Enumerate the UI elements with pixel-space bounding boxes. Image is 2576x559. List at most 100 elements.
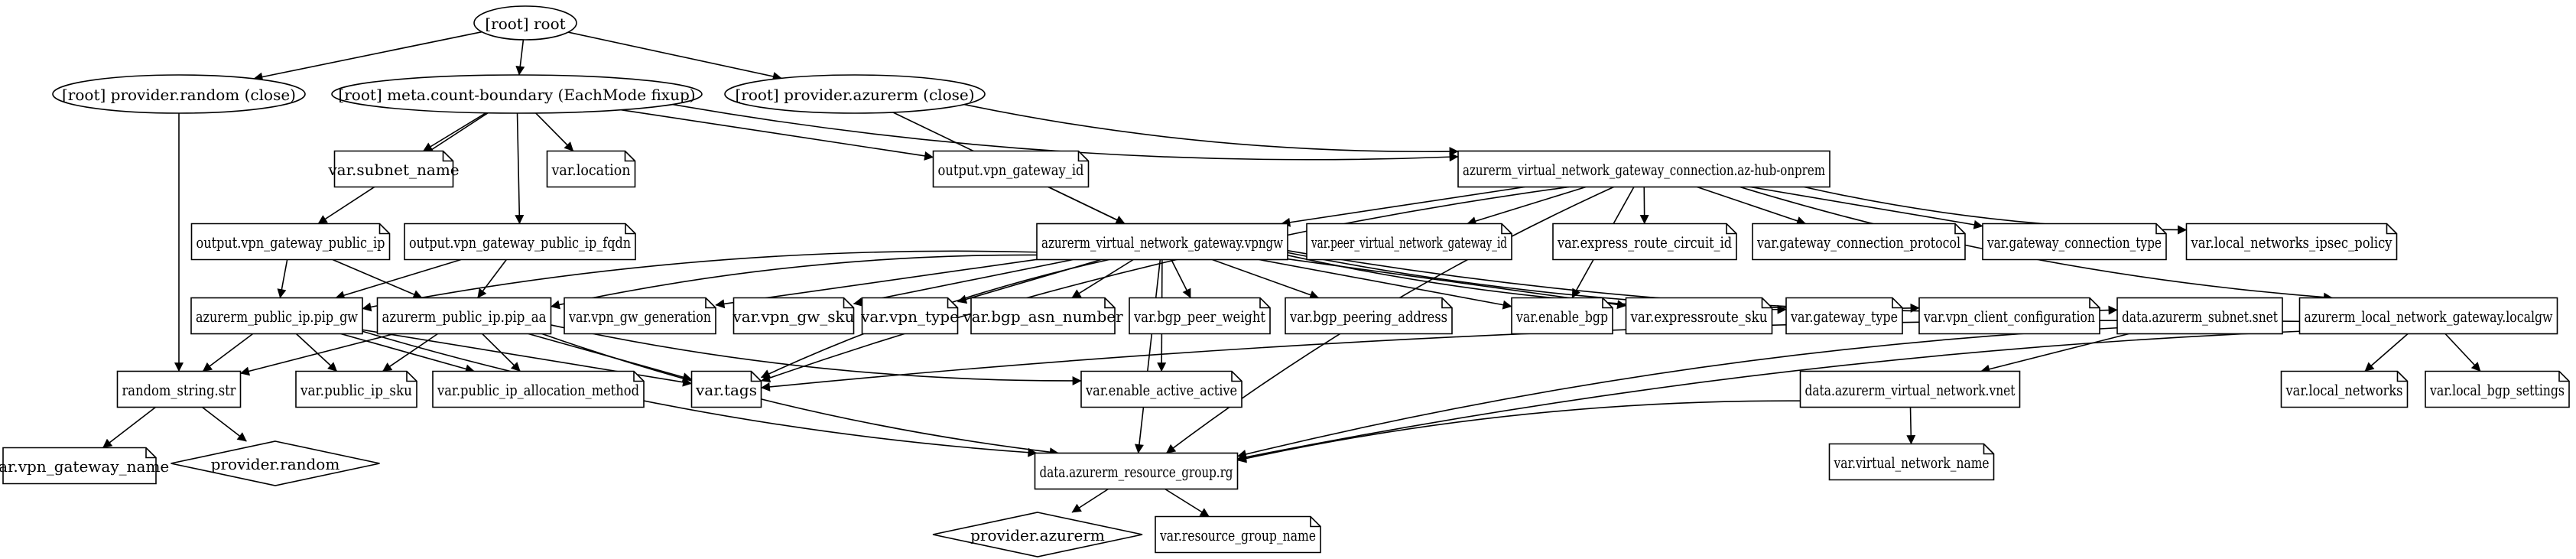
- node-label: var.bgp_asn_number: [962, 307, 1123, 326]
- note-shape: [705, 297, 716, 309]
- edge-out_fqdn-to-pip_gw: [335, 258, 462, 300]
- box-shape: [376, 297, 552, 335]
- note-shape: [2396, 371, 2408, 382]
- edge-rstr-to-prandom: [202, 406, 247, 442]
- edge-localgw-to-rg: [1236, 330, 2300, 462]
- note-shape: [624, 151, 635, 162]
- node-label: var.local_networks: [2285, 381, 2403, 399]
- node-label: var.public_ip_sku: [300, 381, 412, 399]
- node-count_boundary: [root] meta.count-boundary (EachMode fix…: [331, 74, 703, 114]
- edge-vpngw-to-bgp_pa: [1212, 258, 1320, 300]
- edge-pip_gw-to-rg: [362, 330, 1038, 457]
- note-shape: [1892, 297, 1902, 309]
- node-label: azurerm_public_ip.pip_aa: [382, 307, 547, 326]
- node-label: [root] provider.random (close): [62, 86, 296, 104]
- edge-localgw-to-local_bgp: [2444, 333, 2481, 372]
- note-shape: [1441, 297, 1452, 309]
- note-shape: [633, 371, 644, 382]
- edge-pip_gw-to-rstr: [202, 333, 254, 372]
- edge-vnet-to-rg: [1236, 400, 1801, 463]
- node-pub_alloc: var.public_ip_allocation_method: [432, 370, 645, 408]
- node-conn: azurerm_virtual_network_gateway_connecti…: [1457, 150, 1830, 188]
- node-bgp_pw: var.bgp_peer_weight: [1129, 297, 1271, 335]
- node-rstr: random_string.str: [116, 370, 242, 408]
- node-local_nets: var.local_networks: [2280, 370, 2409, 408]
- node-gw_type: var.gateway_type: [1785, 297, 1903, 335]
- node-label: var.vpn_client_configuration: [1923, 307, 2095, 326]
- note-shape: [1983, 444, 1994, 455]
- node-subnet_name: var.subnet_name: [327, 150, 460, 188]
- note-shape: [1602, 297, 1613, 309]
- edge-out_pip-to-pip_aa: [332, 258, 423, 299]
- node-label: data.azurerm_subnet.snet: [2122, 307, 2278, 326]
- node-location: var.location: [546, 150, 636, 188]
- node-label: var.vpn_type: [860, 307, 959, 326]
- node-label: output.vpn_gateway_id: [938, 161, 1084, 179]
- edge-count_boundary-to-out_fqdn: [515, 112, 525, 225]
- note-shape: [1259, 297, 1270, 309]
- node-label: var.enable_bgp: [1515, 307, 1608, 326]
- node-snet: data.azurerm_subnet.snet: [2116, 297, 2283, 335]
- note-shape: [1231, 371, 1242, 382]
- node-label: var.resource_group_name: [1159, 526, 1316, 544]
- edge-pip_aa-to-rstr: [239, 333, 395, 376]
- box-shape: [116, 370, 242, 408]
- edge-vpngw-to-pip_aa: [550, 254, 1038, 310]
- node-label: var.enable_active_active: [1085, 381, 1237, 399]
- node-label: var.subnet_name: [327, 161, 459, 179]
- node-label: var.local_networks_ipsec_policy: [2191, 233, 2392, 252]
- edge-conn-to-peer_gwid: [1467, 186, 1587, 226]
- node-label: var.bgp_peering_address: [1289, 307, 1447, 326]
- node-eaa: var.enable_active_active: [1080, 370, 1243, 408]
- node-label: provider.random: [211, 455, 340, 473]
- node-label: data.azurerm_virtual_network.vnet: [1805, 381, 2016, 399]
- box-shape: [1034, 452, 1239, 490]
- node-rg: data.azurerm_resource_group.rg: [1034, 452, 1239, 490]
- node-label: var.expressroute_sku: [1630, 307, 1768, 326]
- node-pazurerm_close: [root] provider.azurerm (close): [724, 74, 986, 114]
- note-shape: [442, 151, 453, 162]
- node-pip_aa: azurerm_public_ip.pip_aa: [376, 297, 552, 335]
- node-vnet: data.azurerm_virtual_network.vnet: [1799, 370, 2021, 408]
- edge-out_gwid-to-vpngw: [1048, 186, 1126, 225]
- edge-vpngw-to-rg: [1134, 259, 1161, 454]
- ellipse-shape: [724, 74, 986, 114]
- node-label: var.express_route_circuit_id: [1557, 233, 1732, 252]
- node-label: output.vpn_gateway_public_ip: [197, 233, 385, 252]
- node-label: provider.azurerm: [970, 526, 1105, 544]
- box-shape: [1036, 223, 1288, 261]
- node-gc_protocol: var.gateway_connection_protocol: [1752, 223, 1966, 261]
- node-label: var.local_bgp_settings: [2429, 381, 2565, 399]
- edge-conn-to-erc_id: [1639, 187, 1649, 225]
- edge-rg-to-rg_name: [1165, 488, 1210, 518]
- node-label: var.location: [551, 161, 631, 179]
- edge-pip_aa-to-eaa: [551, 324, 1082, 385]
- note-shape: [1104, 297, 1115, 309]
- note-shape: [2558, 371, 2569, 382]
- edge-vpngw-to-bgp_asn: [1071, 258, 1134, 299]
- edge-vpngw-to-bgp_pw: [1171, 259, 1191, 299]
- node-localgw: azurerm_local_network_gateway.localgw: [2298, 297, 2558, 335]
- node-label: azurerm_virtual_network_gateway_connecti…: [1463, 161, 1825, 179]
- edge-pip_gw-to-pub_alloc: [340, 333, 475, 374]
- node-vpngw: azurerm_virtual_network_gateway.vpngw: [1036, 223, 1288, 261]
- edge-out_fqdn-to-pip_aa: [477, 259, 507, 298]
- node-pazurerm: provider.azurerm: [932, 512, 1143, 557]
- node-label: var.peer_virtual_network_gateway_id: [1311, 233, 1507, 252]
- edge-out_pip-to-pip_gw: [277, 259, 288, 299]
- edge-snet-to-rg: [1236, 327, 2118, 459]
- diamond-shape: [932, 512, 1143, 557]
- edge-conn-to-gc_protocol: [1697, 186, 1807, 226]
- edge-count_boundary-to-subnet_name: [423, 112, 486, 152]
- note-shape: [947, 297, 958, 309]
- note-shape: [1954, 223, 1965, 235]
- edge-conn-to-gc_type: [1750, 186, 1983, 229]
- ellipse-shape: [473, 5, 577, 41]
- node-label: [root] provider.azurerm (close): [735, 86, 974, 104]
- edge-rg-to-pazurerm: [1071, 488, 1109, 513]
- node-gc_type: var.gateway_connection_type: [1982, 223, 2167, 261]
- node-root: [root] root: [473, 5, 577, 41]
- node-pub_sku: var.public_ip_sku: [295, 370, 417, 408]
